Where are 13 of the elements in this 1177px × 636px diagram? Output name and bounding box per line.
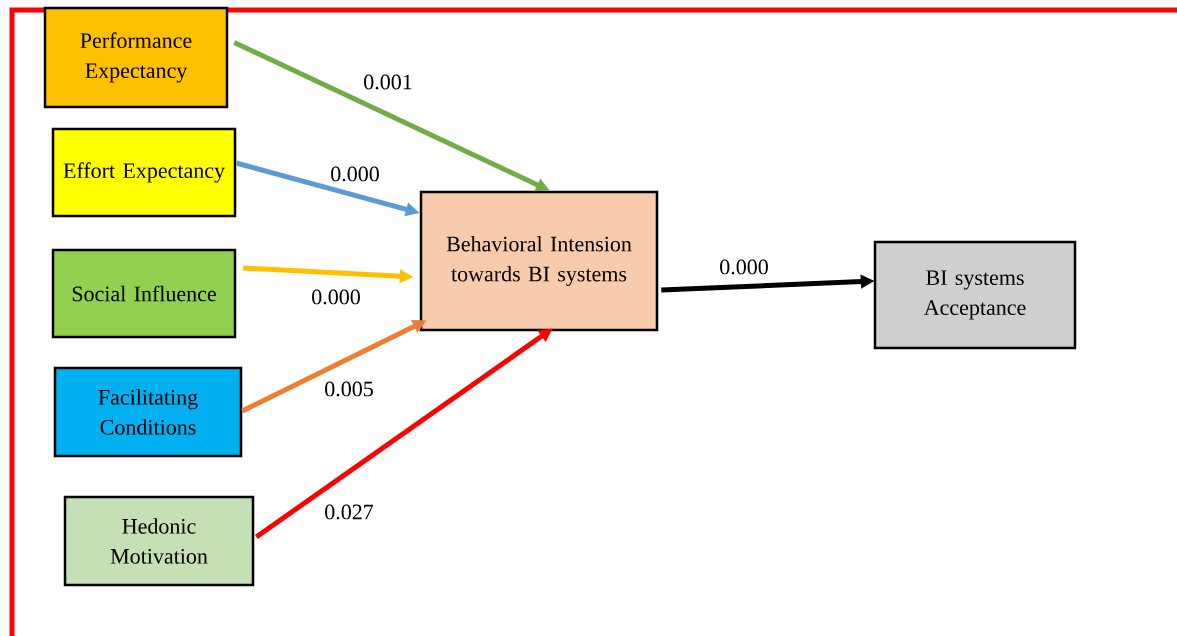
edge-label: 0.000: [331, 166, 379, 182]
edge-label: 0.000: [312, 289, 360, 305]
edge-label: 0.027: [325, 504, 374, 520]
concept-box: Effort Expectancy: [51, 127, 237, 218]
concept-box: BI systems Acceptance: [873, 240, 1077, 350]
edge-label: 0.001: [364, 74, 412, 90]
concept-box: Behavioral Intension towards BI systems: [419, 190, 659, 332]
concept-box: Hedonic Motivation: [63, 495, 255, 587]
concept-box: Social Influence: [51, 248, 237, 339]
concept-box: Performance Expectancy: [43, 6, 229, 109]
concept-box: Facilitating Conditions: [53, 366, 243, 458]
edge-label: 0.000: [720, 259, 768, 275]
edge-label: 0.005: [325, 381, 373, 397]
